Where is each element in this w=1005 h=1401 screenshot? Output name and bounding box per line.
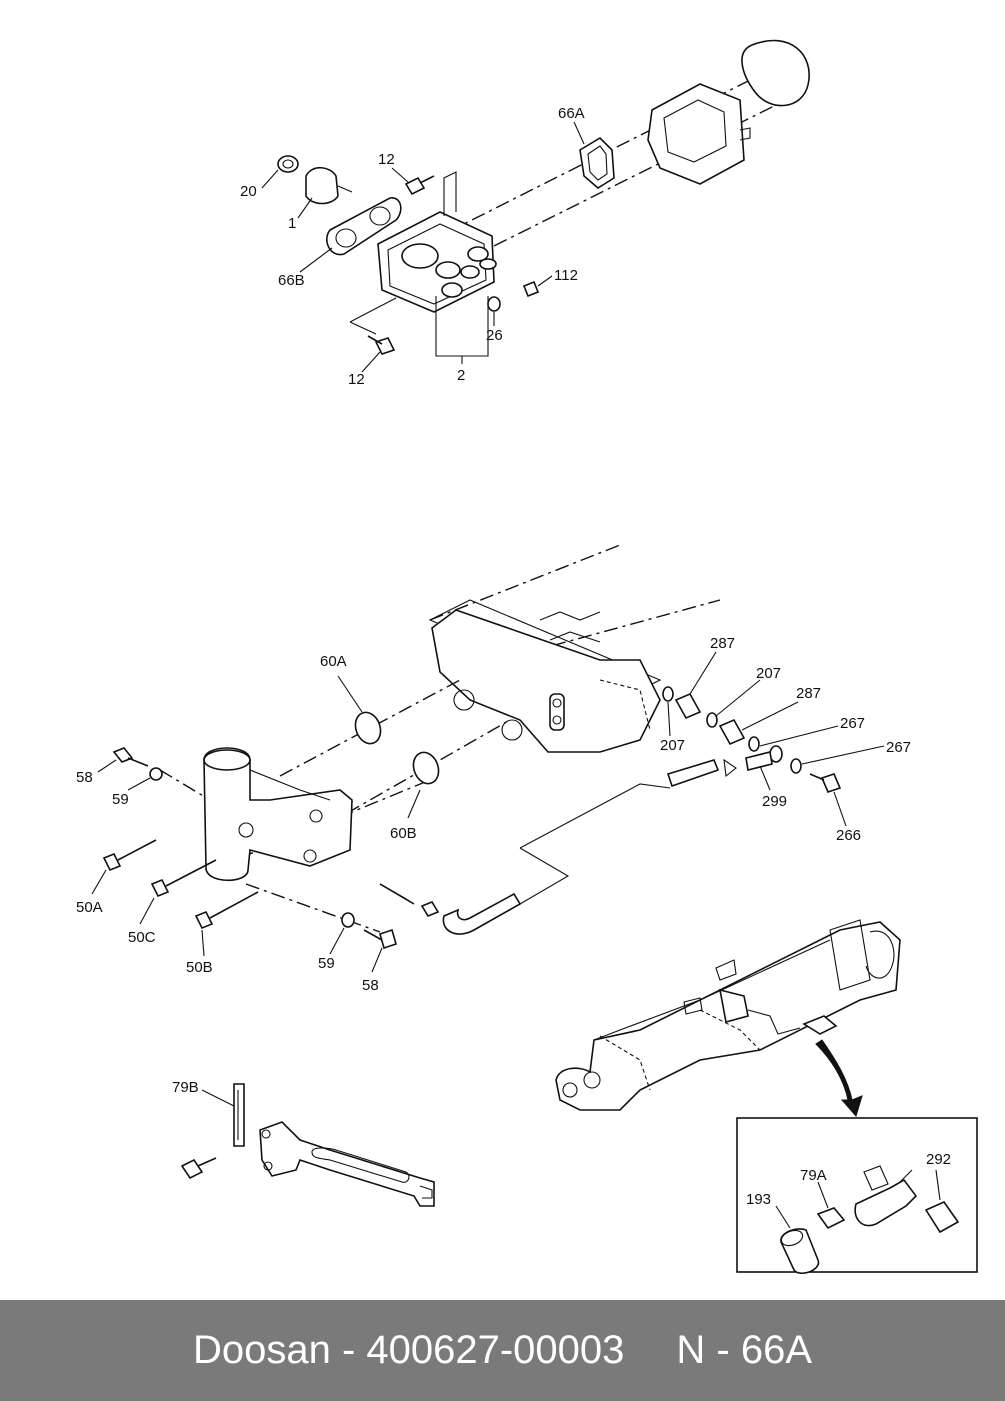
plug-112 [522,280,540,298]
parts-exploded-diagram: 20 1 66B 12 66A 112 26 12 2 [76,39,978,1275]
bottom-left-bracket [180,1083,435,1207]
label-60A: 60A [320,653,347,670]
thermostat [305,166,339,205]
washer-207-a [662,686,674,702]
seal-ring [277,155,299,173]
label-2: 2 [457,367,465,384]
bolt-50C [150,878,170,898]
footer-brand-part: Doosan - 400627-00003 [192,1328,625,1372]
label-60B: 60B [390,825,417,842]
bolt-12-bottom [374,337,396,355]
label-50C: 50C [128,929,156,946]
gasket-66B [326,197,402,256]
banjo-299 [745,751,773,771]
label-66B: 66B [278,272,305,289]
tag-79B [233,1083,245,1147]
washer-59-lower [341,912,355,928]
cylinder-head [431,609,661,753]
label-50A: 50A [76,899,103,916]
label-58-upper: 58 [76,769,93,786]
gasket-66A [579,136,615,189]
bolt-58-upper [112,747,134,763]
detail-box [736,1117,978,1273]
o-ring-60A [354,711,382,745]
washer-59-upper [149,767,163,781]
label-193: 193 [746,1191,771,1208]
gasket-ring [741,39,810,107]
label-287-lower: 287 [796,685,821,702]
label-1: 1 [288,215,296,232]
label-266: 266 [836,827,861,844]
label-66A: 66A [558,105,585,122]
tee-fitting-small [802,1015,838,1035]
label-79A: 79A [800,1167,827,1184]
o-ring-60B [412,751,440,785]
hose-293 [666,759,720,788]
footer-reference: N - 66A [676,1328,813,1372]
footer-bar: Doosan - 400627-00003 N - 66A [0,1300,1005,1401]
label-287-upper: 287 [710,635,735,652]
label-12-bottom: 12 [348,371,365,388]
clamp-79A [816,1207,846,1230]
bolt-bracket [180,1158,204,1180]
label-26: 26 [486,327,503,344]
bolt-266 [820,773,842,793]
label-59-lower: 59 [318,955,335,972]
label-207-upper: 207 [756,665,781,682]
top-assembly [261,39,810,373]
hose-fitting [379,883,415,905]
union-287-a [674,692,702,720]
label-12-top: 12 [378,151,395,168]
label-58-lower: 58 [362,977,379,994]
flange-housing [647,83,745,185]
label-299: 299 [762,793,787,810]
coolant-hose [442,892,522,935]
detail-pointer-arrow [815,1039,863,1118]
washer-267-b [790,758,802,774]
label-207-lower: 207 [660,737,685,754]
label-79B: 79B [172,1079,199,1096]
tee-fitting-292 [854,1178,918,1227]
washer-26 [487,296,501,312]
bolt-50B [194,910,214,930]
washer-267-a [748,736,760,752]
label-59-upper: 59 [112,791,129,808]
label-292: 292 [926,1151,951,1168]
union-287-b [718,718,746,746]
bolt-50A [102,852,122,872]
washer-207-b [706,712,718,728]
water-outlet-housing [203,747,353,881]
label-50B: 50B [186,959,213,976]
label-267-lower: 267 [886,739,911,756]
nipple-292 [924,1201,960,1234]
label-112: 112 [554,267,578,284]
label-267-upper: 267 [840,715,865,732]
mount-bracket [718,988,749,1024]
bottom-right-assembly [555,919,978,1275]
mounting-bracket [259,1121,435,1207]
bolt-12-top [404,176,426,196]
label-20: 20 [240,183,257,200]
bolt-58-lower [379,928,397,950]
hose-193 [780,1228,820,1275]
middle-assembly [91,544,885,973]
